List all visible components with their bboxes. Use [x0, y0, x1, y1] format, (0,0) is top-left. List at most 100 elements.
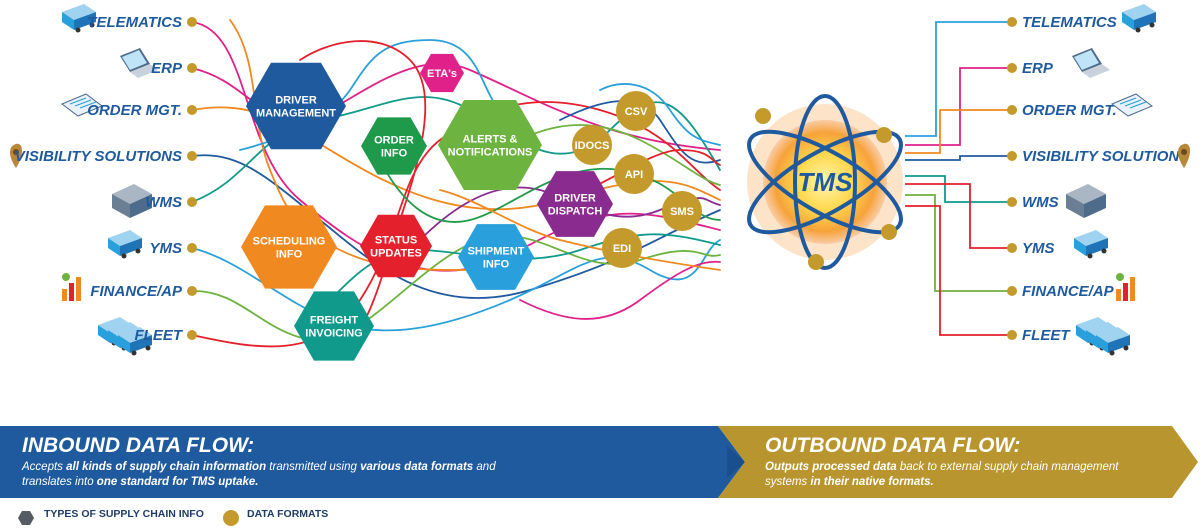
outbound-target-fleet: FLEET — [1022, 327, 1071, 344]
tms-orbit-node — [808, 254, 824, 270]
tms-hub: TMS — [747, 94, 903, 270]
tms-orbit — [747, 129, 903, 235]
info-type-label: FREIGHT — [310, 315, 359, 327]
outbound-connector-line — [905, 109, 1012, 154]
inbound-description: Accepts all kinds of supply chain inform… — [22, 460, 522, 490]
info-type-label: NOTIFICATIONS — [448, 147, 533, 159]
outbound-title: OUTBOUND DATA FLOW: — [765, 434, 1021, 457]
tms-core — [763, 120, 887, 244]
legend-formats-label: DATA FORMATS — [247, 508, 329, 520]
info-type-eta-s: ETA's — [420, 53, 464, 93]
inbound-source-telematics: TELEMATICS — [87, 14, 182, 31]
info-type-label: ETA's — [427, 68, 457, 80]
info-type-label: SCHEDULING — [253, 236, 326, 248]
info-type-label: DRIVER — [275, 95, 317, 107]
outbound-target-visibility-solutions: VISIBILITY SOLUTIONS — [1022, 148, 1189, 165]
info-type-label: INFO — [381, 148, 408, 160]
outbound-connector-dot — [1007, 105, 1017, 115]
outbound-connector-line — [905, 155, 1012, 161]
info-type-label: STATUS — [375, 235, 417, 247]
tms-label: TMS — [798, 167, 854, 197]
info-type-label: DRIVER — [554, 193, 596, 205]
yard-truck-icon — [1074, 230, 1108, 259]
in-body-part: various data formats — [360, 461, 474, 473]
hexagon-shape — [246, 62, 346, 150]
hexagon-shape — [361, 117, 427, 175]
finance-chart-icon — [1116, 273, 1135, 301]
yard-truck-icon — [108, 230, 142, 259]
format-label: EDI — [613, 243, 631, 255]
outbound-connector-dot — [1007, 17, 1017, 27]
out-body-part: Outputs processed data — [765, 461, 897, 473]
info-type-alerts-notifications: ALERTS &NOTIFICATIONS — [438, 100, 542, 190]
outbound-connector-dot — [1007, 286, 1017, 296]
tms-orbit-node — [755, 108, 771, 124]
data-format-api: API — [614, 154, 654, 194]
outbound-connector-dot — [1007, 63, 1017, 73]
finance-chart-icon — [62, 273, 81, 301]
outbound-connector-line — [905, 21, 1012, 137]
truck-icon — [1122, 4, 1156, 33]
flow-curve — [439, 189, 721, 271]
truck-icon — [62, 4, 96, 33]
outbound-target-icons — [1066, 4, 1190, 356]
tms-orbit-node — [876, 127, 892, 143]
tms-orbit — [747, 129, 903, 235]
format-label: API — [625, 169, 643, 181]
out-body-part: in their native formats. — [810, 476, 934, 488]
outbound-target-order-mgt: ORDER MGT. — [1022, 102, 1117, 119]
format-label: CSV — [625, 106, 648, 118]
inbound-source-icons — [10, 4, 158, 356]
inbound-connector-dot — [187, 330, 197, 340]
inbound-source-order-mgt: ORDER MGT. — [87, 102, 182, 119]
checklist-icon — [1111, 93, 1153, 117]
flow-curve — [299, 40, 427, 351]
hexagon-shape — [360, 214, 432, 278]
fleet-trucks-icon — [1076, 317, 1130, 356]
flow-curve — [191, 239, 721, 332]
warehouse-icon — [1066, 184, 1106, 218]
location-pin-icon — [10, 143, 22, 168]
inbound-connector-dot — [187, 17, 197, 27]
format-circle — [572, 125, 612, 165]
inbound-connector-dot — [187, 63, 197, 73]
flow-curve — [519, 124, 721, 186]
inbound-connector-dot — [187, 151, 197, 161]
format-circle — [602, 228, 642, 268]
inbound-source-yms: YMS — [149, 240, 182, 257]
laptop-icon — [1072, 48, 1110, 78]
inbound-title: INBOUND DATA FLOW: — [22, 434, 255, 457]
format-circle — [614, 154, 654, 194]
data-format-idocs: IDOCS — [572, 125, 612, 165]
flow-banner: INBOUND DATA FLOW: Accepts all kinds of … — [0, 424, 1200, 500]
inbound-connector-dots — [187, 17, 197, 340]
hexagon-shape — [420, 53, 464, 93]
info-type-label: INFO — [483, 259, 510, 271]
out-body-part: back to external supply chain management… — [765, 461, 1119, 488]
inbound-source-finance-ap: FINANCE/AP — [90, 283, 183, 300]
data-format-sms: SMS — [662, 191, 702, 231]
inbound-source-erp: ERP — [151, 60, 183, 77]
legend-types-label: TYPES OF SUPPLY CHAIN INFO — [44, 508, 204, 520]
inbound-source-fleet: FLEET — [135, 327, 184, 344]
hexagon-shape — [537, 171, 613, 237]
outbound-connector-dot — [1007, 197, 1017, 207]
in-body-part: Accepts — [22, 461, 67, 473]
tms-orbit — [793, 94, 857, 270]
hexagon-shape — [458, 224, 534, 290]
info-type-label: MANAGEMENT — [256, 108, 336, 120]
in-body-part: one standard for TMS uptake. — [96, 476, 259, 488]
flow-curve — [519, 260, 721, 320]
data-format-csv: CSV — [616, 91, 656, 131]
inbound-connector-dot — [187, 286, 197, 296]
hexagon-shape — [241, 205, 337, 289]
outbound-description: Outputs processed data back to external … — [765, 460, 1125, 490]
data-flow-diagram: TELEMATICS ERP ORDER MGT. VISIBILITY SOLUTI… — [10, 4, 1190, 361]
inbound-connector-dot — [187, 197, 197, 207]
